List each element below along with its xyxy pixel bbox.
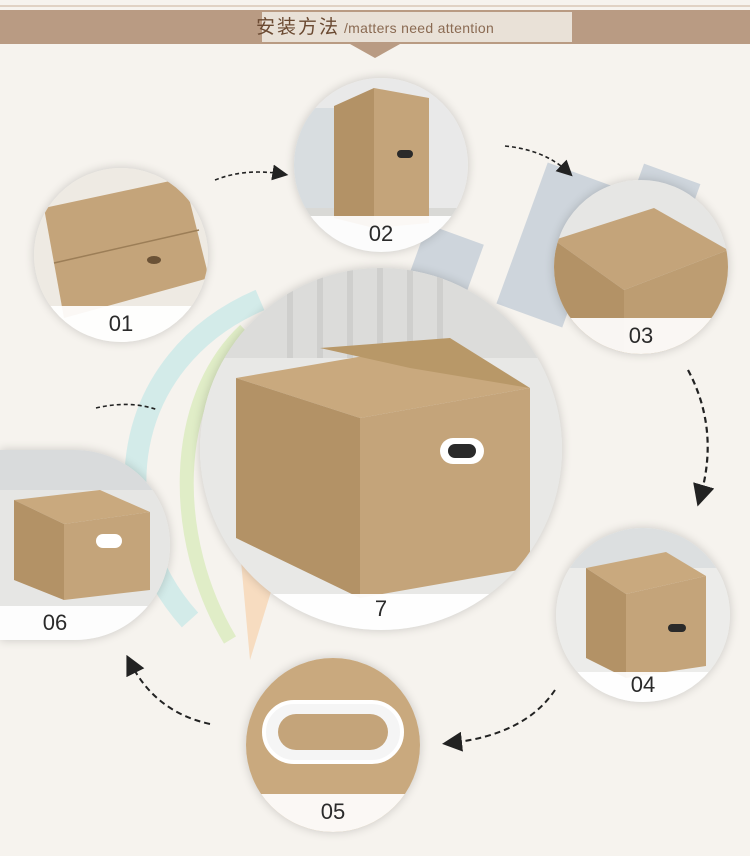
step-04-label: 04 (630, 672, 656, 697)
banner-subtitle: /matters need attention (343, 20, 495, 36)
step-7-photo: 7 (200, 268, 562, 630)
arrow-06-7 (95, 403, 159, 411)
step-06-label: 06 (42, 610, 68, 635)
banner-title-row: 安装方法/matters need attention (0, 12, 750, 39)
arrow-05-06 (126, 654, 211, 725)
step-03-photo: 03 (554, 180, 728, 354)
step-04-photo: 04 (556, 528, 730, 702)
step-05-photo: 05 (246, 658, 420, 832)
step-7-label: 7 (374, 596, 388, 621)
step-02-photo: 02 (294, 78, 468, 252)
arrow-01-02 (214, 164, 289, 181)
header-banner: 安装方法/matters need attention (0, 0, 750, 58)
step-02-label: 02 (368, 221, 394, 246)
step-06-photo: 06 (0, 450, 170, 640)
assembled-box-image (200, 268, 562, 630)
arrow-02-03 (504, 145, 573, 177)
banner-shape (0, 2, 750, 58)
step-01-label: 01 (108, 311, 134, 336)
arrow-03-04 (687, 369, 715, 507)
step-05-label: 05 (320, 799, 346, 824)
arrow-04-05 (442, 689, 556, 752)
banner-title: 安装方法 (255, 16, 340, 38)
step-03-label: 03 (628, 323, 654, 348)
step-01-photo: 01 (34, 168, 208, 342)
